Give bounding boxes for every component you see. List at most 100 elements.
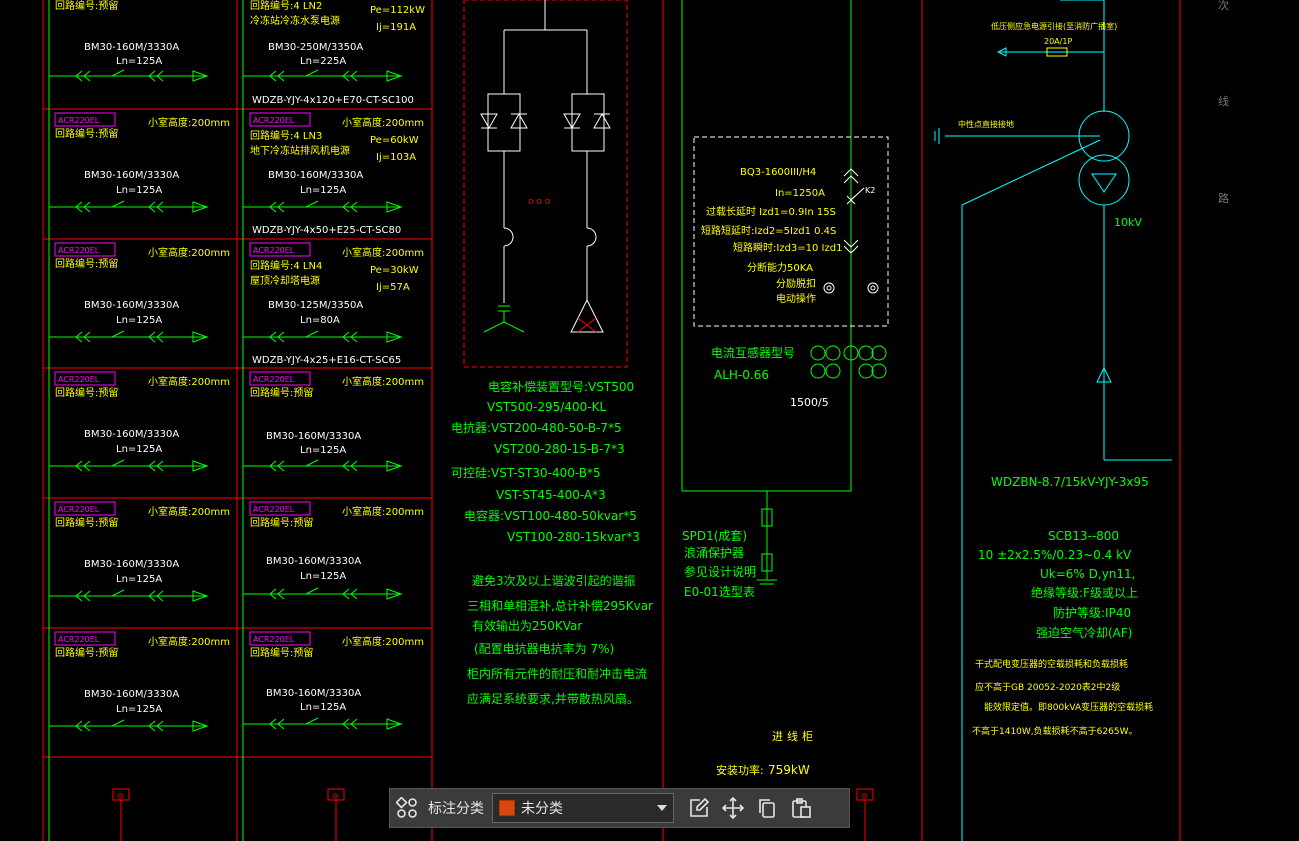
meter-box: [54, 112, 116, 127]
compartment-height: 小室高度:200mm: [342, 246, 424, 259]
left-circuit[interactable]: ACR220EL 回路编号:预留 小室高度:200mm BM30-160M/33…: [49, 371, 230, 472]
transformer-schematic: [934, 0, 1172, 841]
meter-box: [54, 371, 116, 386]
edit-icon[interactable]: [682, 788, 716, 828]
feeder-line: [49, 200, 209, 213]
transformer-voltage: 10kV: [1114, 216, 1142, 229]
breaker-terminals: [823, 282, 879, 294]
transformer-spec: 强迫空气冷却(AF): [1036, 625, 1132, 640]
capacitor-model: 电容补偿装置型号:VST500: [488, 379, 634, 394]
left-top-ln: Ln=125A: [116, 56, 162, 67]
left-circuit[interactable]: ACR220EL 回路编号:预留 小室高度:200mm BM30-160M/33…: [49, 631, 230, 732]
circuit-id: 回路编号:预留: [250, 386, 313, 399]
feeder-line: [49, 719, 209, 732]
circuit-id: 回路编号:预留: [55, 257, 118, 270]
hv-cable: WDZBN-8.7/15kV-YJY-3x95: [991, 475, 1149, 489]
feeder-line: [49, 589, 209, 602]
transformer-model: SCB13--800: [1048, 529, 1119, 543]
meter-label: ACR220EL: [58, 505, 100, 514]
efficiency-note: 能效限定值。即800kVA变压器的空载损耗: [984, 701, 1153, 713]
spd-line: 参见设计说明: [684, 564, 756, 579]
compartment-height: 小室高度:200mm: [342, 635, 424, 648]
cable-spec: WDZB-YJY-4x50+E25-CT-SC80: [252, 225, 401, 236]
installed-power-label: 安装功率:: [716, 763, 764, 777]
busbars: [48, 0, 244, 841]
circuit-id: 回路编号:4 LN4: [250, 259, 322, 272]
meter-box: [54, 242, 116, 257]
capacitor-spec-line: VST200-280-15-B-7*3: [494, 442, 625, 456]
current-transformers: [810, 345, 887, 379]
copy-icon[interactable]: [750, 788, 784, 828]
breaker-model: BM30-160M/3330A: [84, 689, 179, 700]
category-select[interactable]: 未分类: [492, 793, 674, 823]
cabinet-name: 进线柜: [772, 729, 817, 743]
mid-circuit[interactable]: ACR220EL 小室高度:200mm 回路编号:4 LN3 地下冷冻站排风机电…: [243, 112, 424, 236]
meter-label: ACR220EL: [253, 635, 295, 644]
compartment-height: 小室高度:200mm: [148, 246, 230, 259]
left-circuit[interactable]: ACR220EL 回路编号:预留 小室高度:200mm BM30-160M/33…: [49, 501, 230, 602]
efficiency-note: 干式配电变压器的空载损耗和负载损耗: [975, 658, 1128, 670]
meter-box: [249, 112, 311, 127]
incoming-busbar-frame: [681, 0, 852, 585]
left-circuit[interactable]: ACR220EL 回路编号:预留 小室高度:200mm BM30-160M/33…: [49, 112, 230, 213]
terminal-markers: [112, 788, 874, 841]
compartment-height: 小室高度:200mm: [342, 375, 424, 388]
efficiency-note: 不高于1410W,负载损耗不高于6265W。: [972, 725, 1137, 737]
mid-circuits: ACR220EL 小室高度:200mm 回路编号:4 LN3 地下冷冻站排风机电…: [243, 112, 424, 730]
paste-icon[interactable]: [784, 788, 818, 828]
breaking-capacity: 分断能力50KA: [747, 261, 813, 274]
long-delay-setting: 过载长延时 Izd1=0.9In 15S: [706, 205, 836, 218]
terminal-marker-glyph: ◎: [117, 791, 124, 800]
feeder-line: [243, 330, 403, 343]
meter-label: ACR220EL: [58, 375, 100, 384]
breaker-model: BM30-160M/3330A: [84, 559, 179, 570]
meter-label: ACR220EL: [253, 505, 295, 514]
grid-apps-icon[interactable]: [390, 788, 424, 828]
right-edge-char: 路: [1218, 192, 1229, 205]
capacitor-spec-line: 可控硅:VST-ST30-400-B*5: [451, 466, 601, 480]
mid-circuit[interactable]: ACR220EL 小室高度:200mm 回路编号:预留 BM30-160M/33…: [243, 631, 424, 730]
meter-box: [249, 501, 311, 516]
breaker-k2-label: K2: [865, 186, 875, 195]
left-circuit[interactable]: ACR220EL 回路编号:预留 小室高度:200mm BM30-160M/33…: [49, 242, 230, 343]
ct-model-label: 电流互感器型号: [711, 345, 795, 360]
panel-borders: [42, 0, 1181, 841]
capacitor-note: 有效输出为250KVar: [472, 618, 582, 633]
move-icon[interactable]: [716, 788, 750, 828]
fuse-rating: 20A/1P: [1044, 37, 1072, 46]
mid-circuit[interactable]: ACR220EL 小室高度:200mm 回路编号:预留 BM30-160M/33…: [243, 371, 424, 472]
capacitor-dots: o o o: [528, 197, 551, 207]
feeder-line: [243, 717, 403, 730]
ct-model: ALH-0.66: [714, 368, 769, 382]
breaker-in: In=1250A: [775, 188, 825, 199]
category-color-swatch: [499, 800, 515, 816]
rated-current: Ln=125A: [116, 574, 162, 585]
meter-label: ACR220EL: [253, 246, 295, 255]
emergency-source-note: 低压侧应急电源引接(至消防广播室): [991, 21, 1117, 31]
rated-current: Ln=125A: [116, 444, 162, 455]
breaker-model: BM30-160M/3330A: [84, 429, 179, 440]
shunt-trip: 分励脱扣: [776, 277, 816, 290]
category-label: 标注分类: [428, 801, 484, 817]
capacitor-spec-line: VST100-280-15kvar*3: [507, 530, 640, 544]
neutral-ground-note: 中性点直接接地: [958, 119, 1014, 129]
mid-top-ij: Ij=191A: [376, 22, 416, 33]
rated-current: Ln=80A: [300, 315, 340, 326]
rated-current: Ln=125A: [300, 445, 346, 456]
mid-top-cable: WDZB-YJY-4x120+E70-CT-SC100: [252, 95, 414, 106]
compartment-height: 小室高度:200mm: [342, 116, 424, 129]
capacitor-note: 三相和单相混补,总计补偿295Kvar: [467, 598, 653, 613]
spd-line: SPD1(成套): [682, 529, 747, 543]
mid-circuit[interactable]: ACR220EL 小室高度:200mm 回路编号:预留 BM30-160M/33…: [243, 501, 424, 600]
mid-circuit[interactable]: ACR220EL 小室高度:200mm 回路编号:4 LN4 屋顶冷却塔电源 P…: [243, 242, 424, 366]
fuse-symbol: [1046, 47, 1068, 57]
meter-label: ACR220EL: [58, 116, 100, 125]
power: Pe=30kW: [370, 265, 419, 276]
mid-top-desc: 冷冻站冷冻水泵电源: [250, 14, 340, 27]
rated-current: Ln=125A: [300, 702, 346, 713]
compartment-height: 小室高度:200mm: [148, 505, 230, 518]
terminal-marker-glyph: ◎: [332, 791, 339, 800]
rated-current: Ln=125A: [116, 704, 162, 715]
circuit-id: 回路编号:预留: [55, 386, 118, 399]
